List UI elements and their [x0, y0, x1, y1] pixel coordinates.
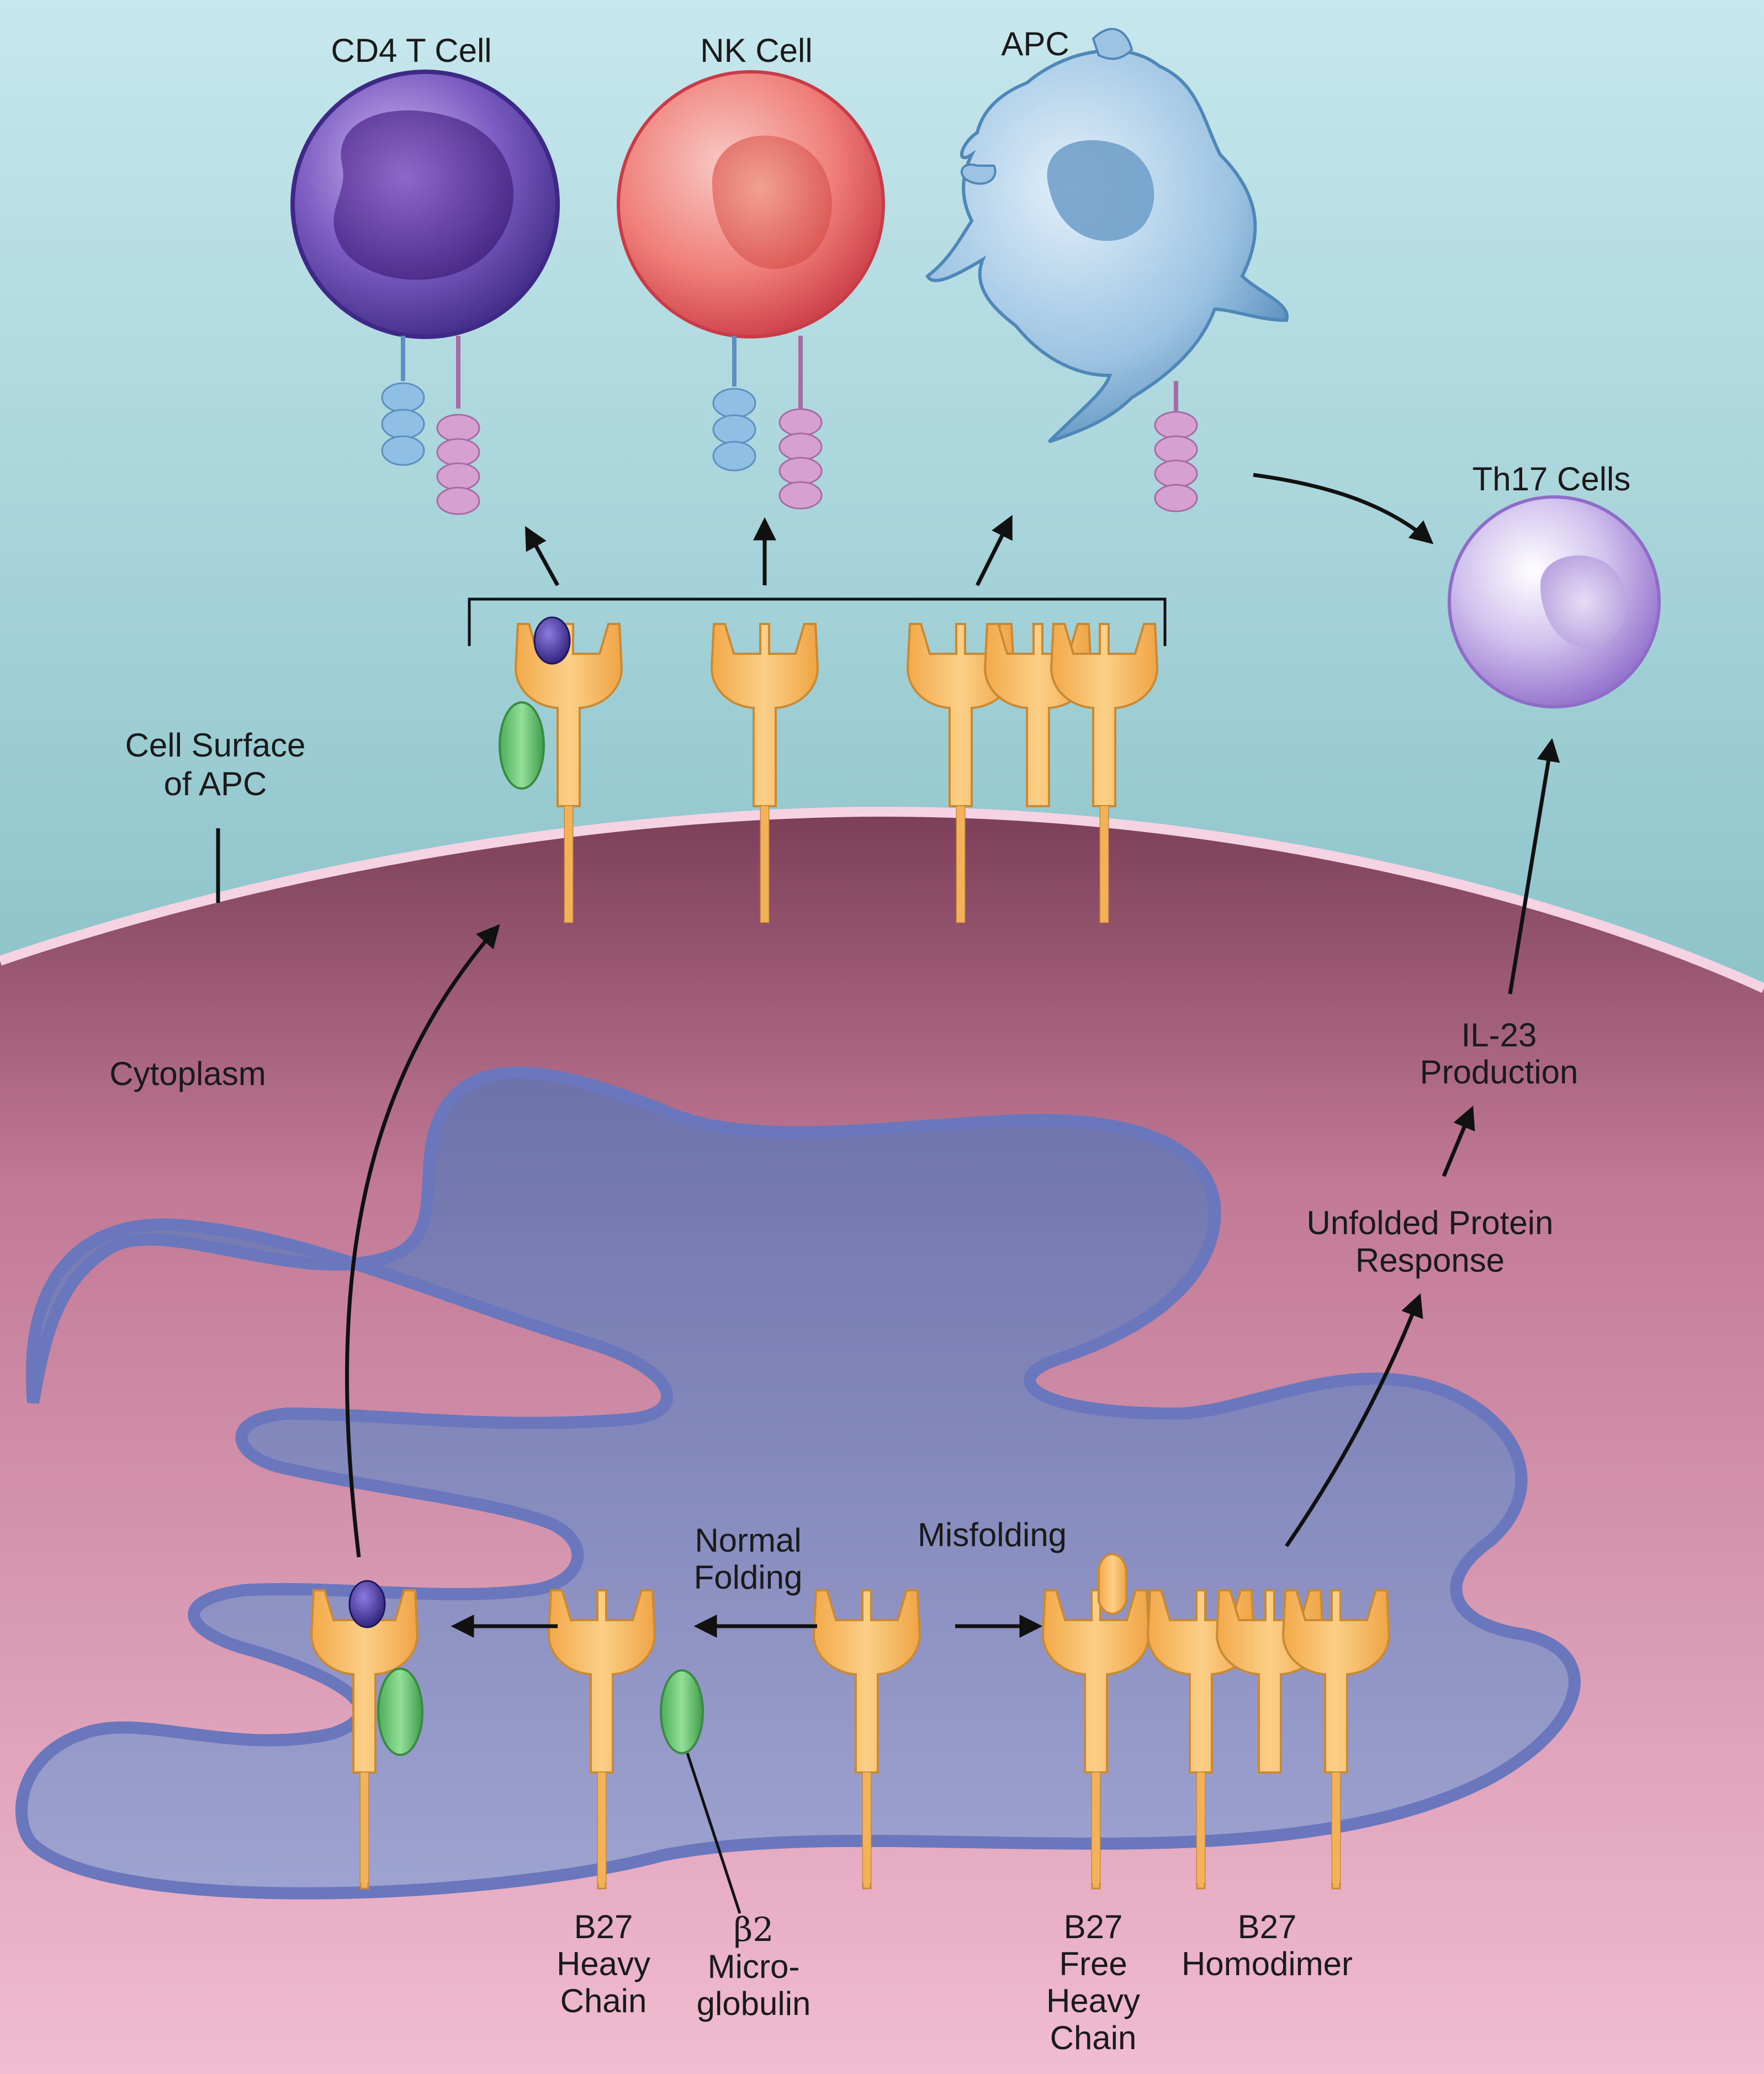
- cell-membrane: [0, 806, 1764, 993]
- label-b27-heavy-chain-line3: Chain: [560, 1982, 647, 2019]
- th17-cell: [1448, 495, 1661, 708]
- label-b27-homodimer-line1: B27: [1238, 1908, 1297, 1945]
- arrow-to-upr: [1285, 1293, 1423, 1547]
- label-normal-folding-line2: Folding: [694, 1559, 803, 1596]
- misfolded-domain: [1098, 1553, 1127, 1615]
- label-upr-line1: Unfolded Protein: [1307, 1204, 1554, 1241]
- label-il23-line2: Production: [1420, 1054, 1578, 1091]
- label-il23-line1: IL-23: [1461, 1017, 1537, 1054]
- er-b27-heavy-chain: [548, 1589, 656, 1890]
- label-b27-free-line2: Free: [1059, 1945, 1127, 1982]
- nk-receptor-blue: [712, 388, 756, 472]
- nk-nucleus: [712, 135, 832, 269]
- label-b2m-line3: globulin: [697, 1985, 811, 2022]
- surface-free-heavy-chain: [711, 623, 819, 923]
- cd4-nucleus: [333, 110, 513, 280]
- b2m-pointer: [686, 1753, 741, 1914]
- label-cell-surface-line1: Cell Surface: [125, 727, 306, 764]
- er-nascent-heavy-chain: [813, 1589, 921, 1890]
- er-peptide: [348, 1580, 386, 1628]
- surface-heavy-chain-b2m-complex: [499, 616, 623, 923]
- label-th17-cells: Th17 Cells: [1472, 461, 1631, 498]
- er-b27-homodimer: [1147, 1589, 1390, 1890]
- label-b27-heavy-chain-line2: Heavy: [557, 1945, 650, 1982]
- label-b27-homodimer-line2: Homodimer: [1182, 1945, 1353, 1982]
- label-b2m-line1: β2: [734, 1911, 774, 1949]
- label-cell-surface-line2: of APC: [164, 765, 267, 802]
- label-cytoplasm: Cytoplasm: [109, 1055, 266, 1092]
- label-upr-line2: Response: [1355, 1242, 1505, 1279]
- arrow-to-il23: [1442, 1105, 1475, 1177]
- label-apc: APC: [1001, 25, 1069, 62]
- surface-bracket: [468, 597, 1167, 646]
- arrow-to-apc: [975, 515, 1013, 586]
- label-b27-free-line1: B27: [1064, 1908, 1123, 1945]
- er-free-heavy-chain: [1042, 1553, 1150, 1890]
- arrow-to-th17: [1253, 473, 1434, 544]
- label-normal-folding-line1: Normal: [695, 1522, 801, 1559]
- nk-cell: [617, 70, 885, 510]
- er-complex-with-peptide: [310, 1580, 423, 1890]
- arrow-to-cd4: [525, 526, 560, 586]
- surface-peptide: [533, 616, 571, 665]
- label-b27-heavy-chain-line1: B27: [574, 1908, 633, 1945]
- label-cd4-t-cell: CD4 T Cell: [331, 32, 491, 69]
- apc-nucleus: [1047, 140, 1154, 241]
- label-misfolding: Misfolding: [918, 1516, 1067, 1553]
- surface-b27-homodimer: [907, 623, 1158, 923]
- cd4-t-cell: [290, 70, 560, 515]
- arrow-er-to-surface: [345, 924, 500, 1558]
- arrow-il23-to-th17: [1508, 738, 1560, 994]
- apc-cell: [925, 28, 1289, 512]
- tcr-receptor: [381, 382, 425, 466]
- surface-b2m: [499, 701, 545, 790]
- label-b27-free-line4: Chain: [1050, 2019, 1137, 2056]
- arrows: [216, 473, 1560, 1638]
- er-b2m-bound: [377, 1668, 423, 1756]
- er-b2m-free: [660, 1669, 704, 1754]
- label-b27-free-line3: Heavy: [1046, 1982, 1140, 2019]
- th17-nucleus: [1540, 555, 1627, 648]
- label-nk-cell: NK Cell: [700, 32, 812, 69]
- label-b2m-line2: Micro-: [708, 1948, 800, 1985]
